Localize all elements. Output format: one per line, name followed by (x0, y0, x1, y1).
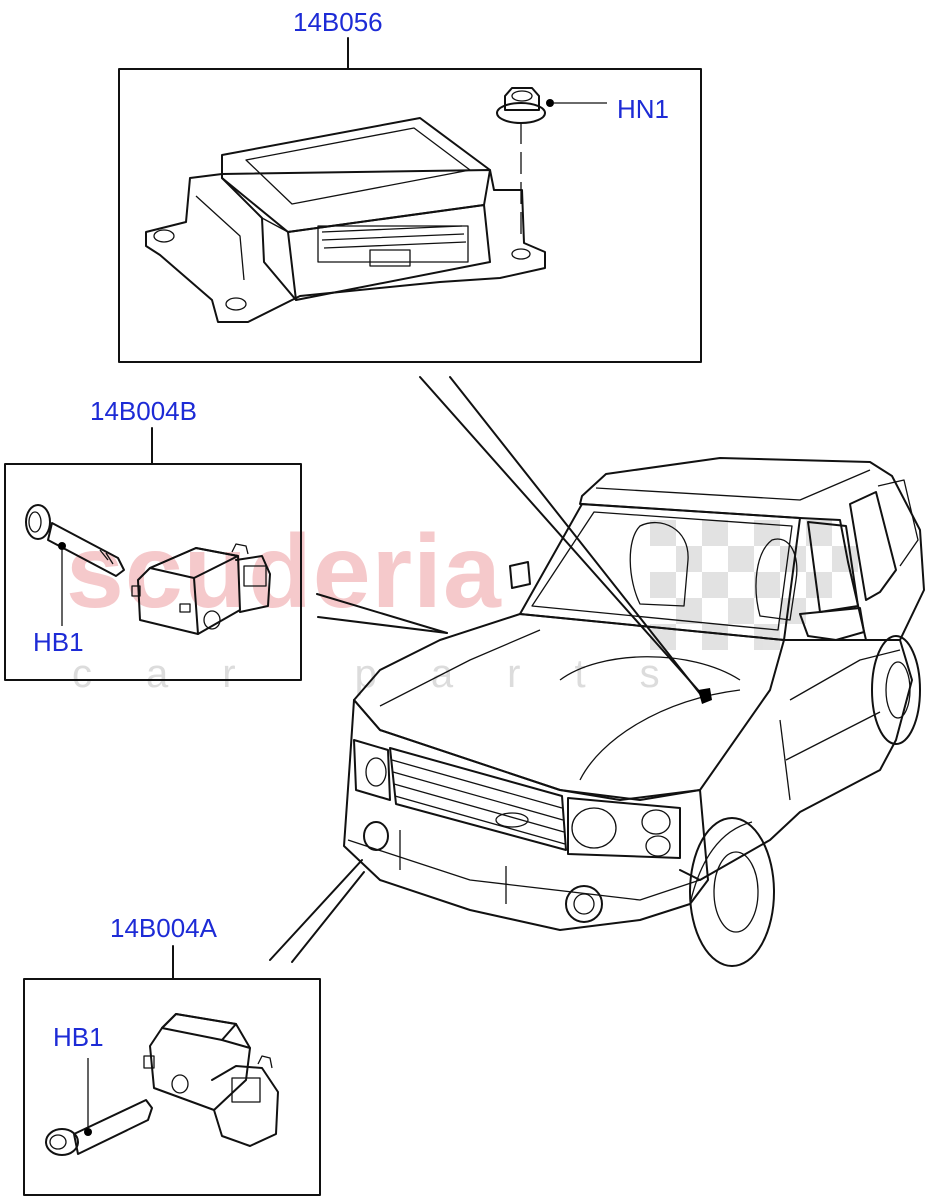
flange-nut (496, 87, 546, 240)
checkered-flag-watermark (650, 520, 858, 650)
leader-lines (269, 376, 706, 963)
front-sensor-box (23, 945, 321, 1196)
airbag-control-module (145, 117, 546, 323)
callout-nut-part: HN1 (617, 94, 670, 124)
side-sensor-body (131, 543, 271, 635)
side-sensor-bolt (25, 504, 125, 577)
front-sensor-body (143, 1013, 279, 1147)
callout-front-sensor-part: 14B004A (110, 913, 217, 943)
vehicle-illustration (343, 457, 925, 967)
callout-side-bolt-part: HB1 (33, 627, 84, 657)
callout-front-bolt-part: HB1 (53, 1022, 104, 1052)
callout-module-part: 14B056 (293, 7, 383, 37)
front-sensor-bolt (45, 1099, 153, 1156)
callout-side-sensor-part: 14B004B (90, 396, 197, 426)
module-detail-box (118, 37, 702, 363)
side-sensor-box (4, 427, 302, 681)
